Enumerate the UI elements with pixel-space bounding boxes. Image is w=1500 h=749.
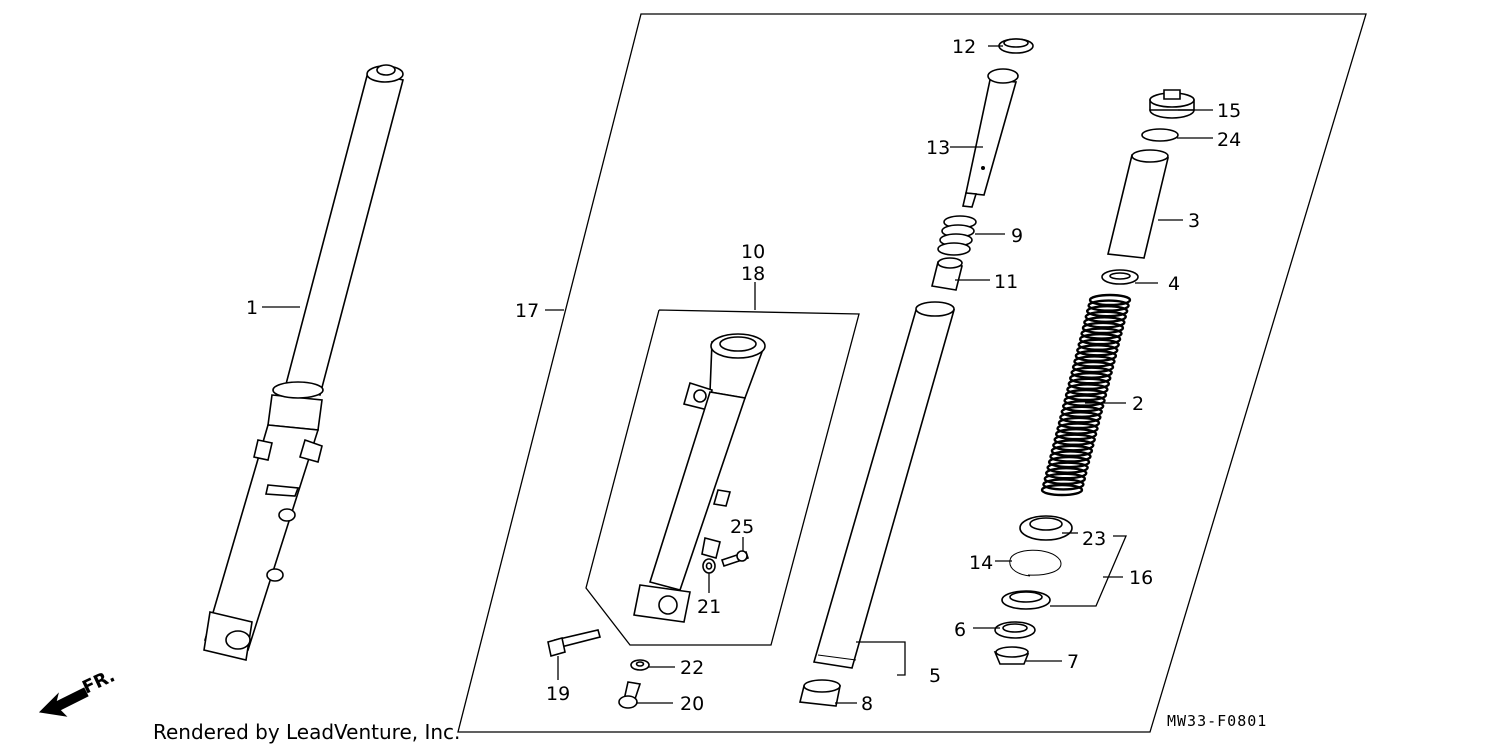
callout-3: 3 (1188, 210, 1200, 232)
oil-seal-drawing (1019, 515, 1073, 541)
callout-labels: 1 2 3 4 5 6 7 8 9 10 11 12 13 14 15 16 1… (246, 36, 1241, 715)
spring-seat-drawing (1101, 269, 1139, 285)
o-ring-drawing (1141, 128, 1179, 142)
callout-11: 11 (994, 271, 1018, 293)
callout-12: 12 (952, 36, 976, 58)
fork-assembly-drawing (203, 64, 404, 661)
callout-1: 1 (246, 297, 258, 319)
spring-coil (1049, 450, 1092, 463)
spring-coil (1053, 433, 1096, 446)
spring-coil (1050, 444, 1094, 458)
callout-10: 10 (741, 241, 765, 263)
spring-coil (1081, 321, 1125, 335)
spring-coil (1063, 394, 1106, 407)
front-direction-indicator: FR. (38, 665, 118, 717)
callout-17: 17 (515, 300, 539, 322)
assembly-frame (457, 13, 1367, 733)
spring-coil (1064, 388, 1108, 402)
diagram-code: MW33-F0801 (1167, 712, 1267, 730)
spring-coil (1076, 344, 1119, 357)
socket-bolt-drawing (618, 681, 642, 709)
callout-20: 20 (680, 693, 704, 715)
spring-coil (1074, 349, 1118, 363)
callout-21: 21 (697, 596, 721, 618)
callout-8: 8 (861, 693, 873, 715)
snap-ring-drawing (1009, 549, 1062, 577)
callout-19: 19 (546, 683, 570, 705)
credit-text: Rendered by LeadVenture, Inc. (153, 720, 460, 744)
oil-lock-piece-drawing (931, 257, 963, 291)
damper-rod-drawing (962, 68, 1019, 208)
spring-coil (1067, 377, 1111, 391)
spring-coil (1066, 383, 1109, 396)
washer-drawing (994, 621, 1036, 639)
spring-coil (1084, 310, 1127, 323)
fork-cap-bolt-drawing (1149, 89, 1195, 119)
spring-coil (1071, 360, 1115, 374)
rebound-spring-drawing (937, 215, 977, 256)
callout-18: 18 (741, 263, 765, 285)
spring-coil (1073, 355, 1116, 368)
spring-coil (1040, 483, 1084, 497)
guide-bushing-drawing (799, 679, 841, 707)
slider-bushing-drawing (993, 646, 1030, 665)
spring-coil (1083, 316, 1126, 329)
spring-coil (1043, 472, 1087, 486)
callout-2: 2 (1132, 393, 1144, 415)
spring-coil (1060, 405, 1103, 418)
spring-coil (1078, 332, 1122, 346)
callout-14: 14 (969, 552, 993, 574)
fork-spring-drawing (1040, 293, 1132, 497)
spring-coil (1059, 411, 1102, 424)
callout-22: 22 (680, 657, 704, 679)
spring-coil (1085, 304, 1129, 318)
callout-16: 16 (1129, 567, 1153, 589)
bolt-washer-drawing (630, 659, 650, 671)
sealing-washer-drawing (702, 558, 716, 574)
spring-coil (1088, 293, 1132, 307)
front-arrow-icon (38, 687, 89, 717)
callout-4: 4 (1168, 273, 1180, 295)
spring-coil (1069, 372, 1112, 385)
back-up-ring-drawing (1001, 590, 1051, 610)
front-direction-label: FR. (79, 665, 118, 698)
callout-13: 13 (926, 137, 950, 159)
callout-25: 25 (730, 516, 754, 538)
spring-coil (1080, 327, 1123, 340)
callout-5: 5 (929, 665, 941, 687)
spring-coil (1056, 422, 1099, 435)
spring-coil (1045, 467, 1088, 480)
spacer-collar-drawing (1107, 149, 1169, 259)
callout-7: 7 (1067, 651, 1079, 673)
callout-6: 6 (954, 619, 966, 641)
leader-lines (262, 45, 1213, 704)
fork-slider-drawing (633, 333, 766, 623)
slider-group-outline (585, 309, 860, 646)
fork-pipe-drawing (812, 301, 956, 669)
spring-coil (1054, 427, 1098, 441)
bleed-bolt-drawing (720, 550, 750, 568)
spring-coil (1047, 455, 1091, 469)
callout-24: 24 (1217, 129, 1241, 151)
spring-coil (1046, 461, 1089, 474)
callout-23: 23 (1082, 528, 1106, 550)
spring-coil (1042, 478, 1085, 491)
spring-coil (1061, 399, 1105, 413)
spring-coil (1070, 366, 1113, 379)
callout-9: 9 (1011, 225, 1023, 247)
spring-coil (1057, 416, 1101, 430)
spring-coil (1077, 338, 1120, 351)
spring-coil (1052, 439, 1095, 452)
spring-coil (1087, 299, 1130, 312)
axle-pinch-bolt-drawing (547, 629, 601, 658)
rod-top-ring-drawing (998, 38, 1034, 54)
callout-15: 15 (1217, 100, 1241, 122)
